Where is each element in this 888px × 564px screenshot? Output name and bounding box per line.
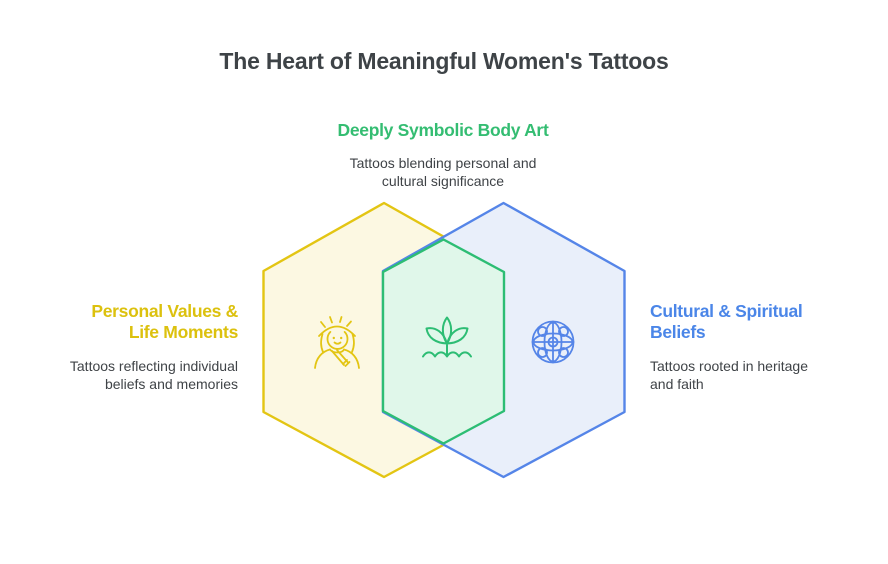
lotus-icon [422, 316, 472, 358]
left-section-heading: Personal Values & Life Moments [91, 301, 238, 342]
woman-with-flower-crown-icon [314, 316, 360, 369]
page-title: The Heart of Meaningful Women's Tattoos [219, 48, 669, 74]
right-section-heading: Cultural & Spiritual Beliefs [650, 301, 803, 342]
globe-mandala-icon [531, 320, 575, 364]
center-overlap-hexagon [381, 238, 506, 445]
left-section-description: Tattoos reflecting individual beliefs an… [69, 358, 238, 392]
center-section-description: Tattoos blending personal and cultural s… [349, 155, 537, 189]
center-section-heading: Deeply Symbolic Body Art [337, 120, 549, 140]
right-section-description: Tattoos rooted in heritage and faith [650, 358, 808, 392]
